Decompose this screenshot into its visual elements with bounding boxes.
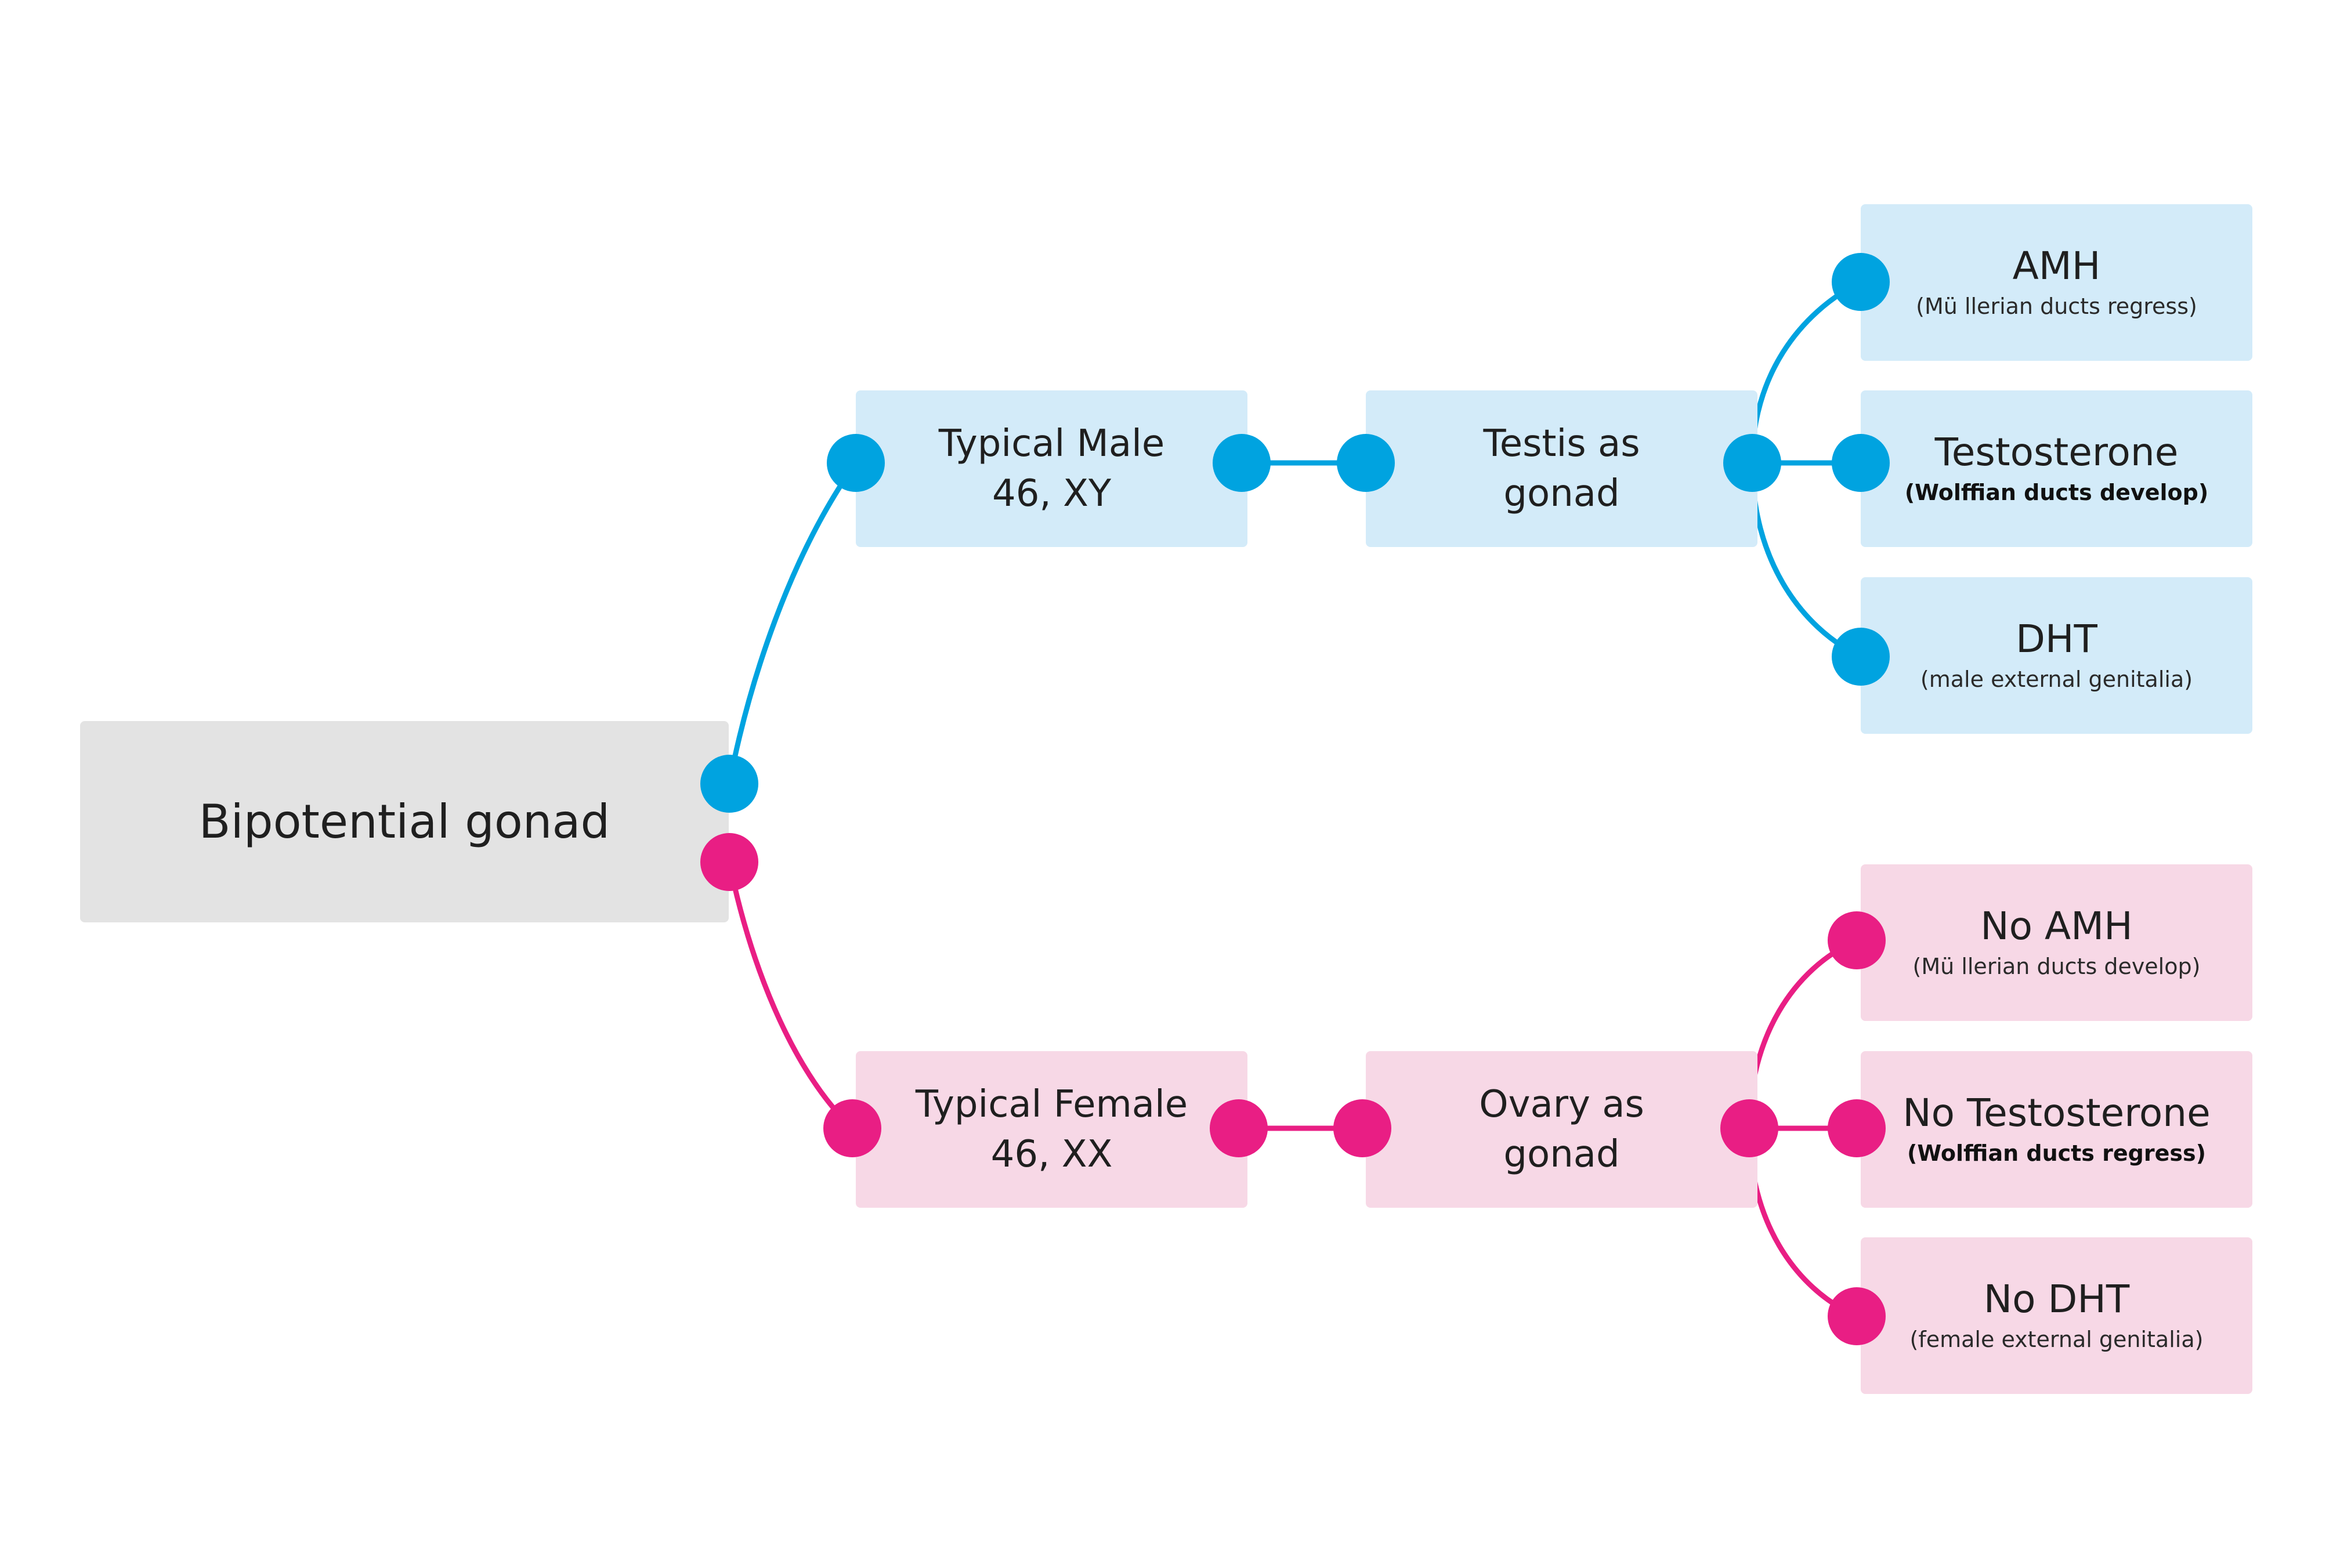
female-gonad-line1: Ovary as: [1479, 1082, 1644, 1126]
male-gonad-to-amh-link: [1749, 279, 1864, 466]
male-gonad-line2: gonad: [1503, 472, 1620, 515]
female-gonad-to-no-dht-link: [1746, 1125, 1860, 1319]
root-male-connector-dot: [700, 755, 758, 813]
male-outcome-testosterone: Testosterone (Wolffian ducts develop): [1861, 390, 2252, 547]
male-sex-in-dot: [827, 434, 885, 492]
female-outcome-no-dht: No DHT (female external genitalia): [1861, 1237, 2252, 1394]
outcome-detail: (male external genitalia): [1920, 667, 2193, 693]
female-sex-line1: Typical Female: [915, 1082, 1188, 1126]
female-sex-out-dot: [1210, 1099, 1268, 1157]
male-gonad-out-dot: [1723, 434, 1781, 492]
female-gonad-out-dot: [1720, 1099, 1778, 1157]
male-gonad-to-dht-link: [1749, 460, 1864, 660]
female-gonad-to-no-amh-link: [1746, 937, 1860, 1131]
male-sex-node: Typical Male 46, XY: [856, 390, 1247, 547]
outcome-title: Testosterone: [1934, 430, 2179, 475]
outcome-detail: (Mü llerian ducts regress): [1916, 294, 2197, 320]
root-to-male-sex-link: [726, 460, 859, 787]
female-no-testosterone-dot: [1828, 1099, 1886, 1157]
female-sex-node: Typical Female 46, XX: [856, 1051, 1247, 1208]
male-sex-line1: Typical Male: [938, 422, 1165, 465]
male-gonad-in-dot: [1337, 434, 1395, 492]
male-gonad-node: Testis as gonad: [1366, 390, 1757, 547]
outcome-title: AMH: [2012, 244, 2101, 289]
outcome-detail: (Wolffian ducts develop): [1904, 480, 2209, 506]
female-sex-in-dot: [823, 1099, 881, 1157]
male-sex-line2: 46, XY: [992, 472, 1112, 515]
female-gonad-node: Ovary as gonad: [1366, 1051, 1757, 1208]
female-no-amh-dot: [1828, 911, 1886, 969]
male-gonad-line1: Testis as: [1483, 422, 1640, 465]
female-sex-line2: 46, XX: [990, 1133, 1113, 1176]
outcome-title: No AMH: [1980, 904, 2133, 949]
outcome-detail: (Wolffian ducts regress): [1907, 1140, 2206, 1167]
female-no-dht-dot: [1828, 1287, 1886, 1345]
root-label: Bipotential gonad: [198, 794, 610, 849]
outcome-title: No Testosterone: [1902, 1091, 2211, 1136]
root-to-female-sex-link: [726, 859, 855, 1131]
male-outcome-dht: DHT (male external genitalia): [1861, 577, 2252, 734]
root-female-connector-dot: [700, 833, 758, 891]
male-sex-out-dot: [1213, 434, 1271, 492]
male-amh-dot: [1832, 253, 1890, 311]
outcome-title: DHT: [2016, 617, 2097, 662]
male-testosterone-dot: [1832, 434, 1890, 492]
male-outcome-amh: AMH (Mü llerian ducts regress): [1861, 204, 2252, 361]
female-gonad-line2: gonad: [1503, 1133, 1620, 1176]
root-node: Bipotential gonad: [80, 721, 729, 922]
outcome-detail: (Mü llerian ducts develop): [1912, 954, 2201, 980]
male-dht-dot: [1832, 628, 1890, 686]
outcome-title: No DHT: [1983, 1277, 2130, 1322]
female-outcome-no-testosterone: No Testosterone (Wolffian ducts regress): [1861, 1051, 2252, 1208]
female-outcome-no-amh: No AMH (Mü llerian ducts develop): [1861, 864, 2252, 1021]
outcome-detail: (female external genitalia): [1909, 1327, 2204, 1353]
female-gonad-in-dot: [1333, 1099, 1391, 1157]
